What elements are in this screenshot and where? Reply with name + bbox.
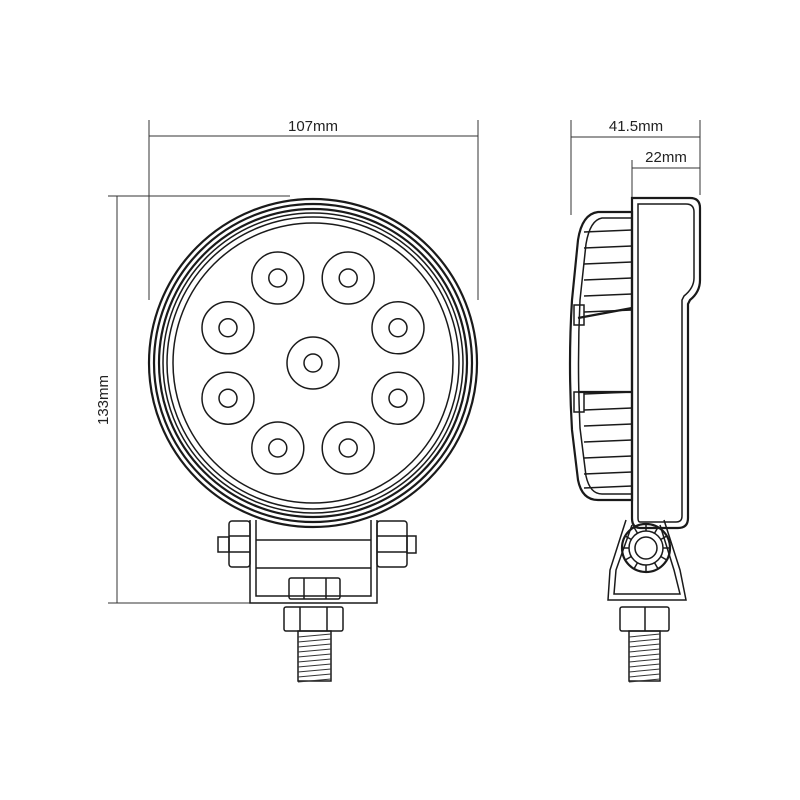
front-view	[147, 197, 479, 683]
left-bolt	[217, 520, 251, 568]
right-bolt	[376, 520, 417, 568]
led-array	[201, 251, 425, 475]
led-9	[201, 301, 255, 355]
side-nut	[619, 606, 670, 632]
side-view	[568, 196, 702, 683]
led-5	[371, 371, 425, 425]
led-2	[251, 251, 305, 305]
depth-housing-label: 22mm	[645, 149, 687, 166]
threaded-stud-front	[297, 630, 332, 683]
side-bracket	[607, 519, 687, 601]
width-dimension: 107mm	[148, 118, 479, 300]
depth-dimension: 41.5mm 22mm	[570, 118, 701, 215]
height-dimension: 133mm	[95, 195, 290, 604]
depth-total-label: 41.5mm	[609, 118, 663, 135]
led-1	[286, 336, 340, 390]
led-4	[371, 301, 425, 355]
led-8	[201, 371, 255, 425]
mounting-bracket	[249, 520, 378, 604]
led-6	[321, 421, 375, 475]
cooling-fins	[573, 229, 633, 489]
threaded-stud-side	[628, 630, 661, 683]
height-label: 133mm	[95, 375, 112, 425]
led-7	[251, 421, 305, 475]
width-label: 107mm	[288, 118, 338, 135]
bottom-nut	[283, 577, 344, 632]
led-3	[321, 251, 375, 305]
